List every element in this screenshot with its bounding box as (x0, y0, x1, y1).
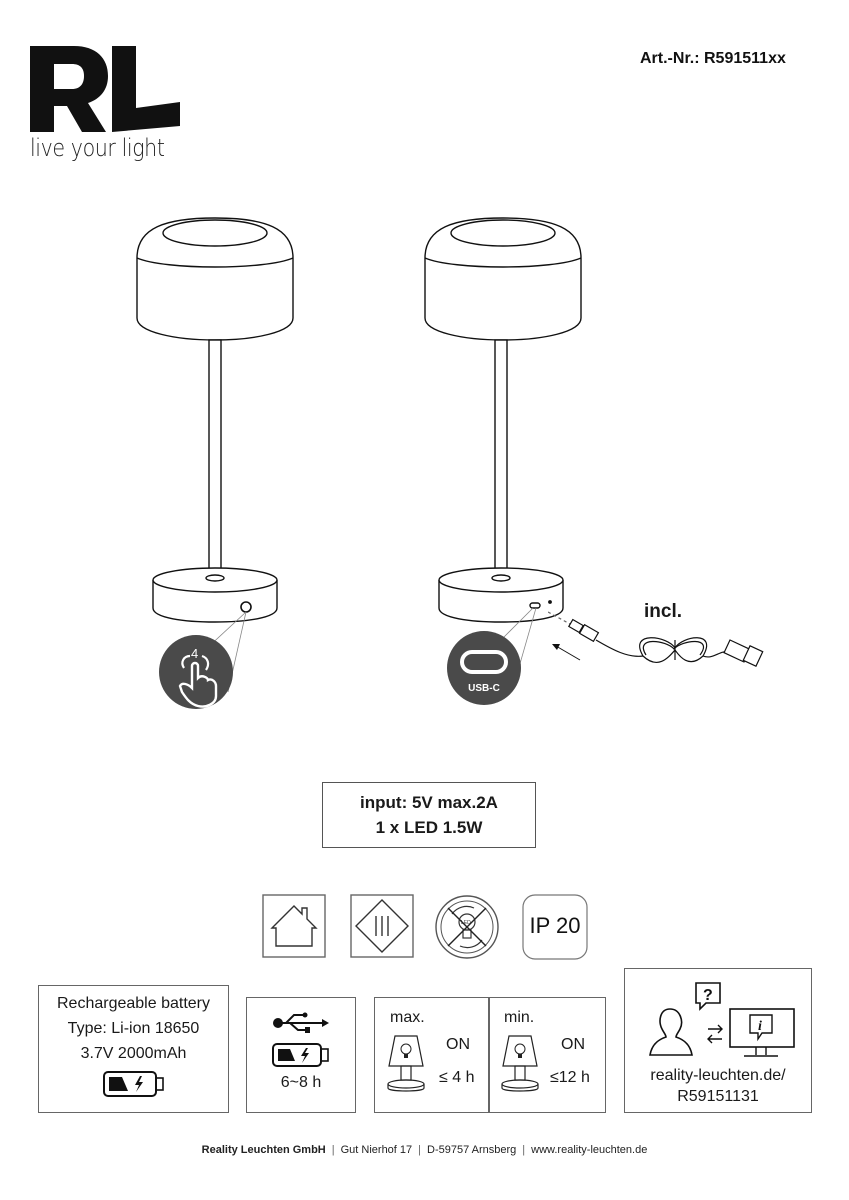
footer-website[interactable]: www.reality-leuchten.de (531, 1144, 648, 1156)
lamp-min-icon (499, 1032, 543, 1098)
input-spec: input: 5V max.2A (360, 793, 498, 812)
separator: | (331, 1144, 335, 1156)
max-mode-label: max. (390, 1009, 425, 1026)
runtime-box: max. ON ≤ 4 h min. ON ≤12 h (374, 997, 606, 1113)
min-mode-label: min. (504, 1009, 535, 1026)
min-mode-duration: ≤12 h (550, 1069, 590, 1086)
usb-cable-illustration (548, 600, 778, 680)
brand-logo (30, 46, 180, 132)
support-info-icon: ? i (625, 977, 811, 1059)
battery-info-box: Rechargeable battery Type: Li-ion 18650 … (38, 985, 229, 1113)
cable-included-label: incl. (644, 601, 683, 622)
svg-text:?: ? (703, 987, 713, 1004)
charging-duration: 6~8 h (280, 1074, 322, 1091)
max-mode-state: ON (446, 1036, 470, 1053)
usb-c-callout: USB-C (446, 630, 522, 706)
svg-text:LED: LED (461, 920, 471, 926)
support-url-line2[interactable]: R59151131 (677, 1088, 759, 1105)
indoor-use-house-icon (262, 894, 326, 958)
min-mode-state: ON (561, 1036, 585, 1053)
max-mode-duration: ≤ 4 h (439, 1069, 475, 1086)
footer-company: Reality Leuchten GmbH (201, 1144, 326, 1156)
ip-rating-icon: IP 20 (522, 894, 588, 960)
lamp-illustration-usb (413, 210, 593, 710)
battery-charging-icon (39, 1070, 228, 1098)
usb-icon (247, 1012, 355, 1034)
touch-switch-callout: 4 (158, 634, 234, 710)
footer-street: Gut Nierhof 17 (340, 1144, 413, 1156)
footer: Reality Leuchten GmbH | Gut Nierhof 17 | D-5… (0, 1144, 849, 1156)
battery-type: Type: Li-ion 18650 (67, 1020, 200, 1037)
separator: | (418, 1144, 422, 1156)
article-number: Art.-Nr.: R591511xx (640, 50, 786, 67)
lamp-max-icon (385, 1032, 429, 1098)
separator: | (522, 1144, 526, 1156)
lamp-illustration-touch (125, 210, 305, 710)
usb-c-label: USB-C (468, 683, 500, 694)
electrical-specs-box: input: 5V max.2A 1 x LED 1.5W (322, 782, 536, 848)
charging-time-box: 6~8 h (246, 997, 356, 1113)
footer-city: D-59757 Arnsberg (427, 1144, 517, 1156)
support-info-box: ? i reality-leuchten.de/ R59151131 (624, 968, 812, 1113)
battery-charging-icon (247, 1042, 355, 1068)
battery-title: Rechargeable battery (57, 995, 210, 1012)
ip-rating-label: IP 20 (529, 913, 581, 938)
protection-class-iii-icon (350, 894, 414, 958)
brand-tagline: live your light (30, 134, 165, 162)
divider (488, 998, 490, 1112)
svg-text:i: i (758, 1019, 762, 1034)
support-url-line1[interactable]: reality-leuchten.de/ (650, 1067, 786, 1084)
led-not-replaceable-icon: LED (434, 894, 499, 959)
led-spec: 1 x LED 1.5W (375, 818, 483, 837)
battery-capacity: 3.7V 2000mAh (80, 1045, 187, 1062)
press-count: 4 (191, 646, 198, 661)
